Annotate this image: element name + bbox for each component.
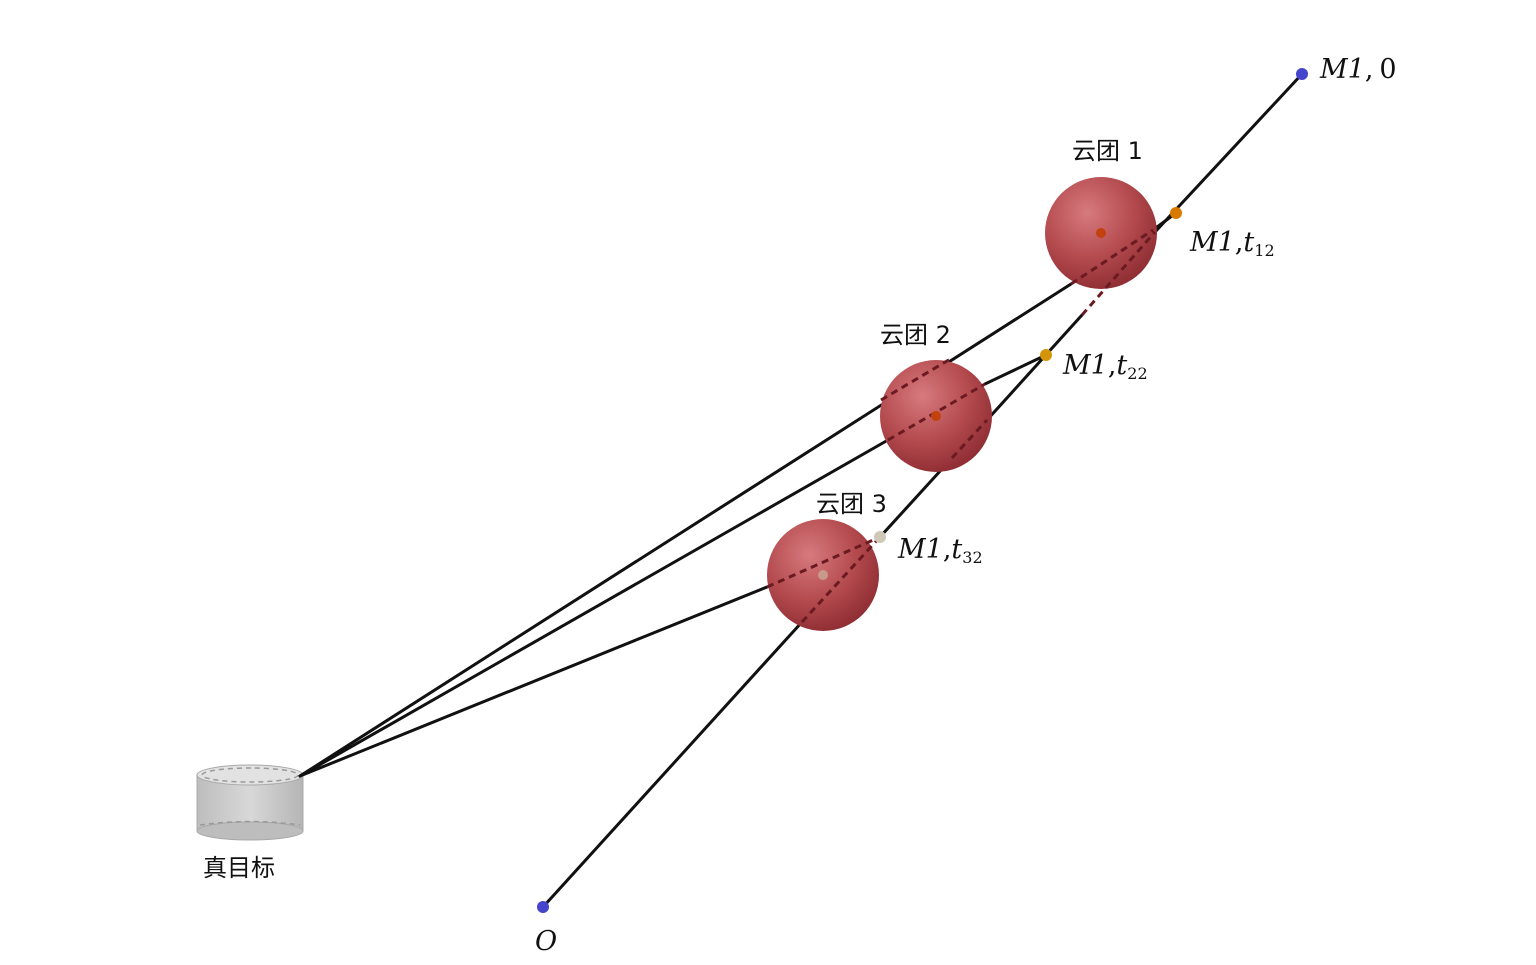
true-target-label: 真目标: [203, 854, 275, 882]
sight-line-3: [298, 585, 769, 778]
missile-start-label: M1,0: [1319, 54, 1397, 85]
origin-label: O: [535, 926, 557, 957]
point-t12-label: M1,t12: [1189, 227, 1275, 260]
cloud-centers: [818, 228, 1106, 580]
cloud-1-label: 云团 1: [1072, 137, 1143, 165]
hidden-segments: [766, 228, 1157, 624]
trajectory-line-upper: [985, 313, 1084, 422]
trajectory-line-top: [1153, 72, 1304, 234]
point-t22: [1040, 349, 1052, 361]
origin-point: [537, 901, 549, 913]
cloud-3-label: 云团 3: [816, 490, 887, 518]
point-t32: [874, 531, 886, 543]
sight-lines: [298, 72, 1304, 909]
point-t32-label: M1,t32: [897, 534, 983, 567]
sight-line-2: [298, 438, 890, 778]
trajectory-line-lower: [541, 620, 804, 909]
missile-start-point: [1296, 68, 1308, 80]
sight-line-2-tip: [983, 353, 1048, 386]
point-t22-label: M1,t22: [1062, 350, 1148, 383]
cloud-2-label: 云团 2: [880, 321, 951, 349]
true-target-cylinder: [196, 764, 304, 841]
point-t12: [1170, 207, 1182, 219]
sight-line-1: [298, 282, 1073, 778]
